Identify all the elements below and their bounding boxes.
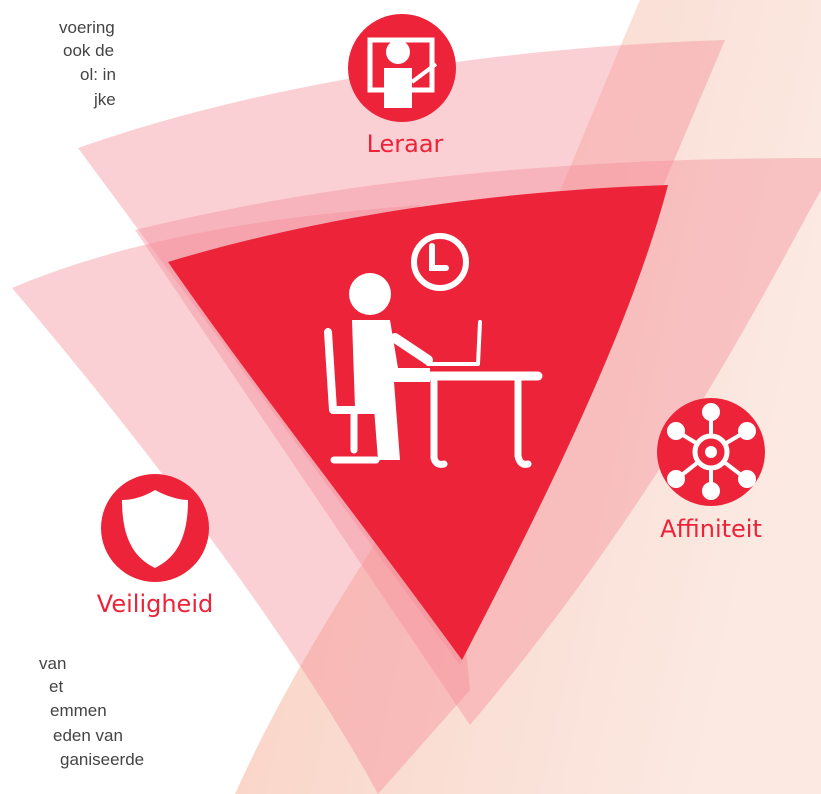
text-fragment-top-3: ol: in bbox=[80, 65, 116, 84]
person-at-desk-icon bbox=[324, 273, 543, 468]
veiligheid-label: Veiligheid bbox=[97, 590, 213, 618]
network-icon bbox=[667, 403, 756, 500]
leraar-label: Leraar bbox=[367, 130, 444, 158]
text-fragment-top-1: voering bbox=[59, 18, 115, 37]
text-fragment-bottom-5: ganiseerde bbox=[60, 750, 145, 769]
center-triangle bbox=[168, 185, 668, 660]
text-fragment-bottom-2: et bbox=[49, 677, 64, 696]
shield-icon bbox=[122, 490, 188, 568]
text-fragment-bottom-4: eden van bbox=[53, 726, 123, 745]
text-fragment-bottom-3: emmen bbox=[50, 701, 107, 720]
text-fragment-bottom-1: van bbox=[39, 654, 67, 673]
teacher-icon bbox=[367, 37, 438, 108]
text-fragment-top-2: ook de bbox=[63, 41, 115, 60]
text-fragment-top-4: jke bbox=[94, 90, 116, 109]
affiniteit-label: Affiniteit bbox=[660, 515, 762, 543]
clock-icon bbox=[411, 233, 469, 291]
